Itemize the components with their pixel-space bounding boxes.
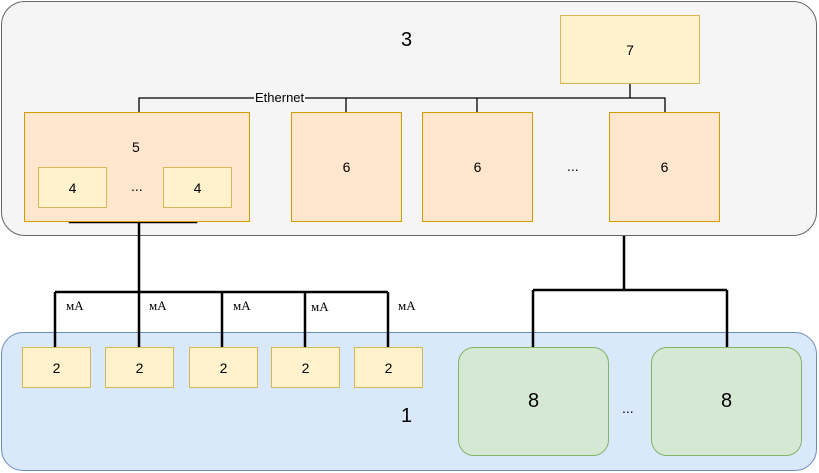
ma-label-2: мА bbox=[149, 298, 167, 313]
box-2-e-label: 2 bbox=[384, 359, 393, 376]
box-2-c-label: 2 bbox=[219, 359, 228, 376]
box-5-label: 5 bbox=[132, 139, 140, 155]
box-2-d-label: 2 bbox=[301, 359, 310, 376]
ma-label-4: мА bbox=[311, 299, 329, 314]
box-2-b: 2 bbox=[105, 347, 174, 388]
box-4-b-label: 4 bbox=[193, 179, 202, 196]
box-7: 7 bbox=[560, 15, 700, 84]
box-2-d: 2 bbox=[271, 347, 340, 388]
ethernet-label: Ethernet bbox=[254, 90, 306, 106]
box-6-ellipsis: ... bbox=[567, 158, 579, 174]
ma-label-1: мА bbox=[66, 298, 84, 313]
box-2-a: 2 bbox=[22, 347, 91, 388]
box-7-label: 7 bbox=[626, 41, 634, 58]
box-2-a-label: 2 bbox=[52, 359, 61, 376]
box-8-b-label: 8 bbox=[720, 390, 733, 412]
box-2-e: 2 bbox=[354, 347, 423, 388]
box-8-ellipsis: ... bbox=[622, 400, 634, 416]
box-2-b-label: 2 bbox=[135, 359, 144, 376]
box-6-b-label: 6 bbox=[473, 159, 482, 175]
zone-1-label: 1 bbox=[401, 405, 413, 427]
box-6-a: 6 bbox=[291, 112, 402, 222]
box-4-ellipsis: ... bbox=[131, 178, 143, 194]
box-4-a: 4 bbox=[38, 167, 107, 208]
box-6-a-label: 6 bbox=[342, 159, 351, 175]
box-2-c: 2 bbox=[189, 347, 258, 388]
box-6-c: 6 bbox=[609, 112, 720, 222]
box-6-c-label: 6 bbox=[660, 159, 669, 175]
box-8-b: 8 bbox=[651, 347, 802, 456]
ma-label-3: мА bbox=[233, 298, 251, 313]
box-4-a-label: 4 bbox=[68, 179, 77, 196]
box-4-b: 4 bbox=[163, 167, 232, 208]
box-8-a-label: 8 bbox=[527, 390, 540, 412]
ma-label-5: мА bbox=[398, 298, 416, 313]
zone-3-label: 3 bbox=[401, 29, 413, 51]
box-6-b: 6 bbox=[422, 112, 533, 222]
box-8-a: 8 bbox=[458, 347, 609, 456]
